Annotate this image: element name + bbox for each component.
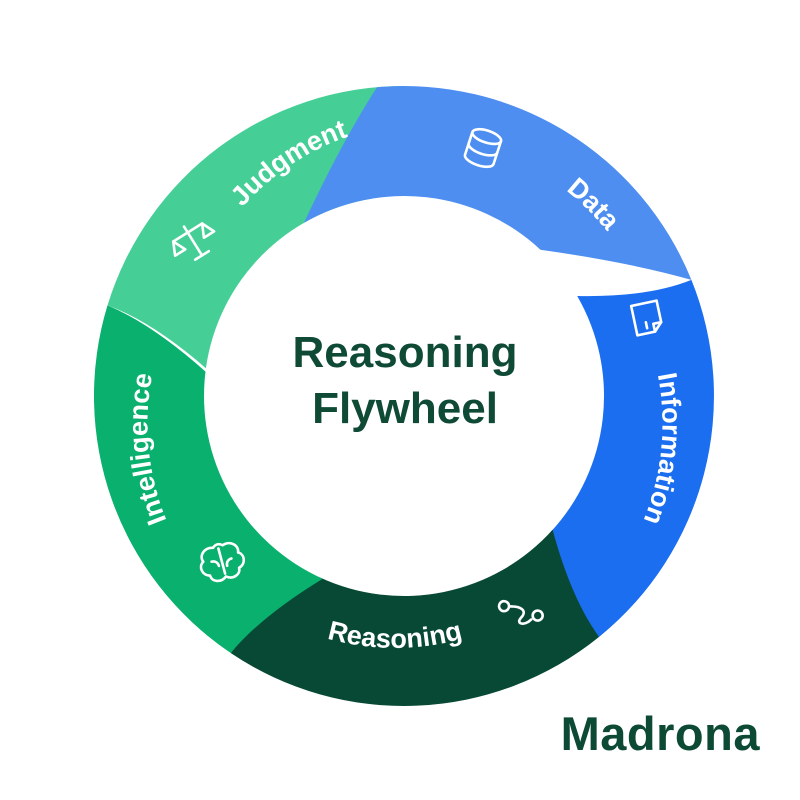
brain-icon: [199, 541, 246, 583]
route-icon: [497, 599, 544, 625]
segment-judgment: [107, 85, 404, 369]
segment-reasoning: [230, 529, 600, 706]
page-title: Reasoning Flywheel: [250, 325, 560, 437]
scales-icon: [171, 222, 216, 261]
document-icon: [629, 299, 663, 337]
segment-intelligence: [93, 305, 323, 653]
title-line-1: Reasoning: [292, 328, 518, 377]
segment-data: [304, 86, 692, 280]
title-line-2: Flywheel: [312, 384, 498, 433]
segment-information: [550, 279, 714, 637]
brand-logo: Madrona: [560, 707, 760, 760]
database-icon: [463, 127, 503, 169]
